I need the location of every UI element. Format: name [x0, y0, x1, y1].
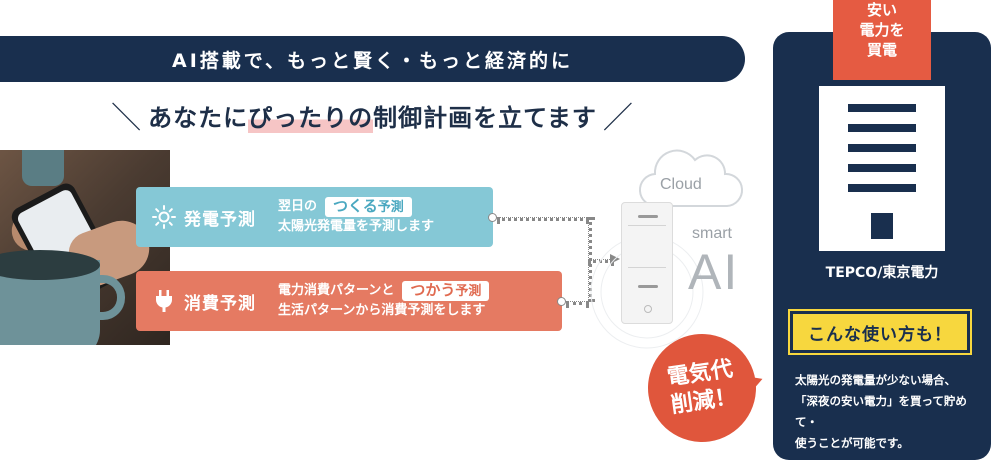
buy-power-ribbon: 安い 電力を 買電	[833, 0, 931, 80]
headline-text: AI搭載で、もっと賢く・もっと経済的に	[171, 49, 573, 72]
generation-title: 発電予測	[184, 209, 256, 230]
smart-label: smart	[692, 225, 732, 242]
tsukuru-pill: つくる予測	[325, 197, 412, 217]
ai-label: AI	[688, 244, 740, 300]
subtitle-highlight: ぴったりの	[248, 97, 374, 133]
smartphone-photo	[0, 150, 170, 345]
usage-note: 太陽光の発電量が少ない場合、 「深夜の安い電力」を買って貯めて・ 使うことが可能…	[795, 370, 985, 454]
sun-icon	[150, 205, 178, 229]
consumption-forecast-card: 消費予測 電力消費パターンとつかう予測 生活パターンから消費予測をします	[136, 271, 562, 331]
note-line: 使うことが可能です。	[795, 436, 909, 450]
cloud-icon	[639, 149, 743, 208]
connector-dot	[488, 213, 497, 222]
consumption-title: 消費予測	[184, 293, 256, 314]
tsukau-pill: つかう予測	[402, 281, 490, 301]
ribbon-line: 買電	[866, 41, 897, 59]
generation-description: 翌日のつくる予測 太陽光発電量を予測します	[278, 197, 434, 237]
note-line: 太陽光の発電量が少ない場合、	[795, 373, 956, 387]
consumption-description: 電力消費パターンとつかう予測 生活パターンから消費予測をします	[278, 281, 490, 321]
plug-icon	[150, 289, 178, 313]
consumption-line1: 電力消費パターンと	[278, 283, 395, 298]
pill-small: 予測	[455, 284, 482, 299]
headline-banner: AI搭載で、もっと賢く・もっと経済的に	[0, 36, 745, 82]
utility-company-label: TEPCO/東京電力	[825, 265, 939, 281]
pill-small: 予測	[377, 200, 404, 215]
subtitle-post: 制御計画を立てます	[373, 103, 597, 132]
pill-big: つくる	[333, 197, 378, 215]
smart-ai-device	[621, 202, 673, 324]
pill-big: つかう	[410, 281, 456, 299]
subtitle: ＼ あなたに ぴったりの 制御計画を立てます ／	[60, 95, 685, 136]
generation-forecast-card: 発電予測 翌日のつくる予測 太陽光発電量を予測します	[136, 187, 493, 247]
generation-line2: 太陽光発電量を予測します	[278, 219, 435, 234]
building-icon	[819, 86, 945, 251]
slash-left: ＼	[111, 101, 143, 136]
note-line: 「深夜の安い電力」を買って貯めて・	[795, 394, 967, 429]
slash-right: ／	[602, 101, 634, 136]
connector-dot	[557, 297, 566, 306]
cloud-label: Cloud	[660, 176, 702, 193]
ribbon-line: 電力を	[859, 21, 905, 39]
ribbon-line: 安い	[866, 1, 897, 19]
consumption-line2: 生活パターンから消費予測をします	[278, 303, 486, 318]
subtitle-pre: あなたに	[148, 103, 249, 132]
generation-line1: 翌日の	[278, 199, 318, 214]
connector-line	[497, 217, 589, 221]
connector-line	[566, 301, 589, 305]
usage-callout: こんな使い方も！	[788, 309, 972, 355]
